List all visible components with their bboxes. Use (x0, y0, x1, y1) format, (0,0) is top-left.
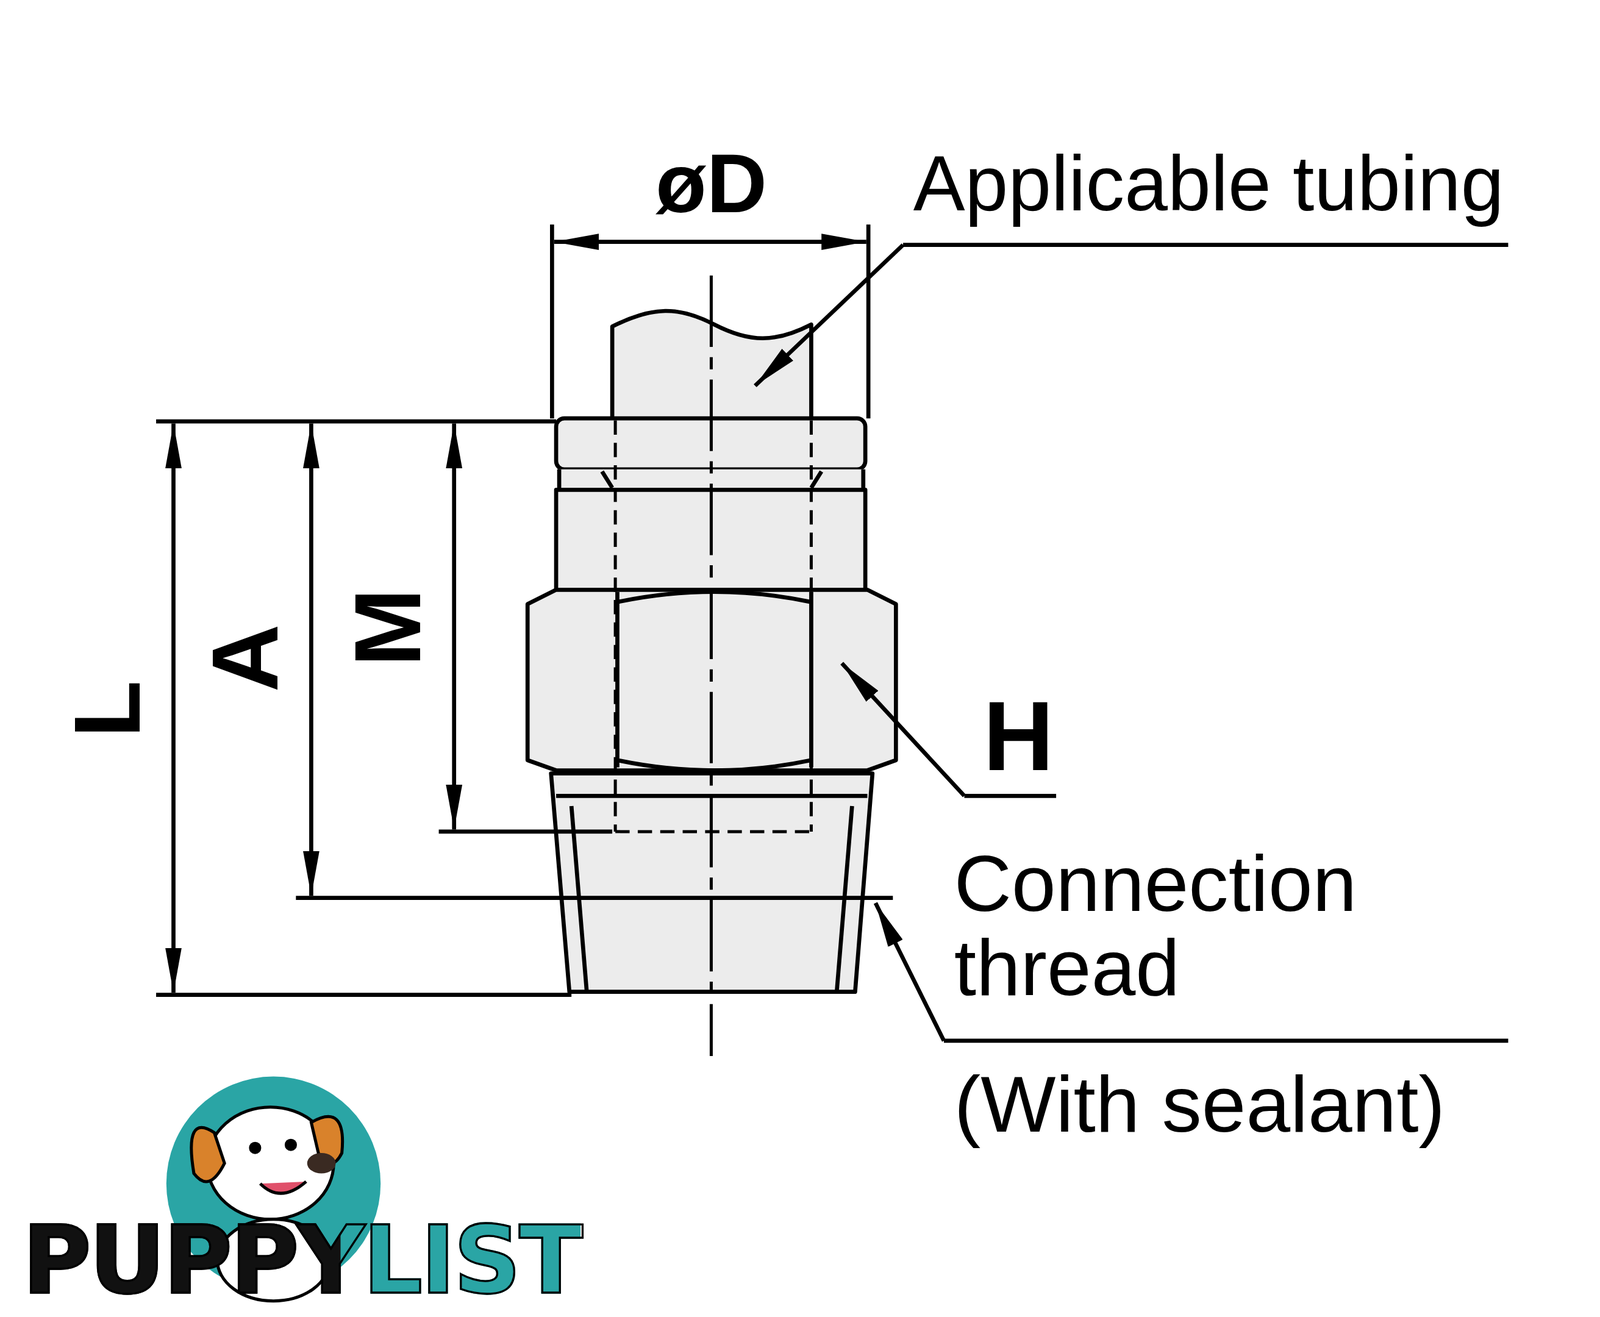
dimension-label: A (195, 624, 295, 693)
dimension-label: H (982, 685, 1054, 789)
watermark: PUPPYLIST (22, 1212, 582, 1311)
callout-label: Applicable tubing (913, 142, 1505, 225)
dimension-label: øD (655, 139, 768, 228)
dimension-label: L (57, 680, 157, 738)
callout-label: Connection thread (954, 842, 1435, 1010)
dimension-label: M (338, 588, 438, 667)
callout-note: (With sealant) (954, 1063, 1446, 1147)
